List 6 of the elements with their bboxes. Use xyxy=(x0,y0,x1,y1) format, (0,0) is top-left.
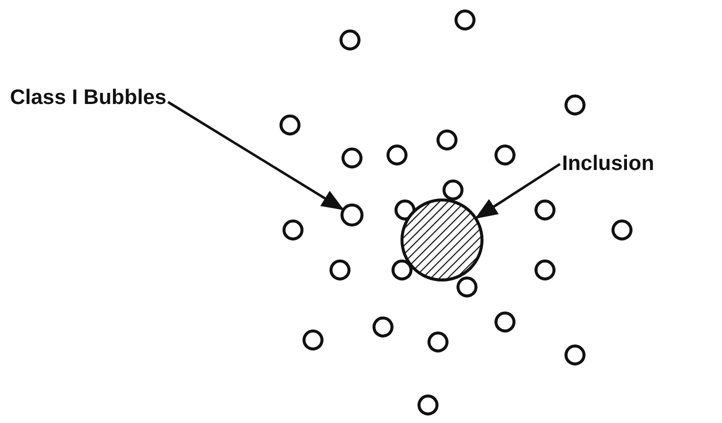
callout-label: Inclusion xyxy=(562,152,654,176)
bubble-circle xyxy=(340,203,364,227)
leader-line xyxy=(475,162,561,219)
hatched-circle xyxy=(400,198,484,282)
leader-line xyxy=(167,100,344,210)
callout-label: Class I Bubbles xyxy=(10,86,166,110)
